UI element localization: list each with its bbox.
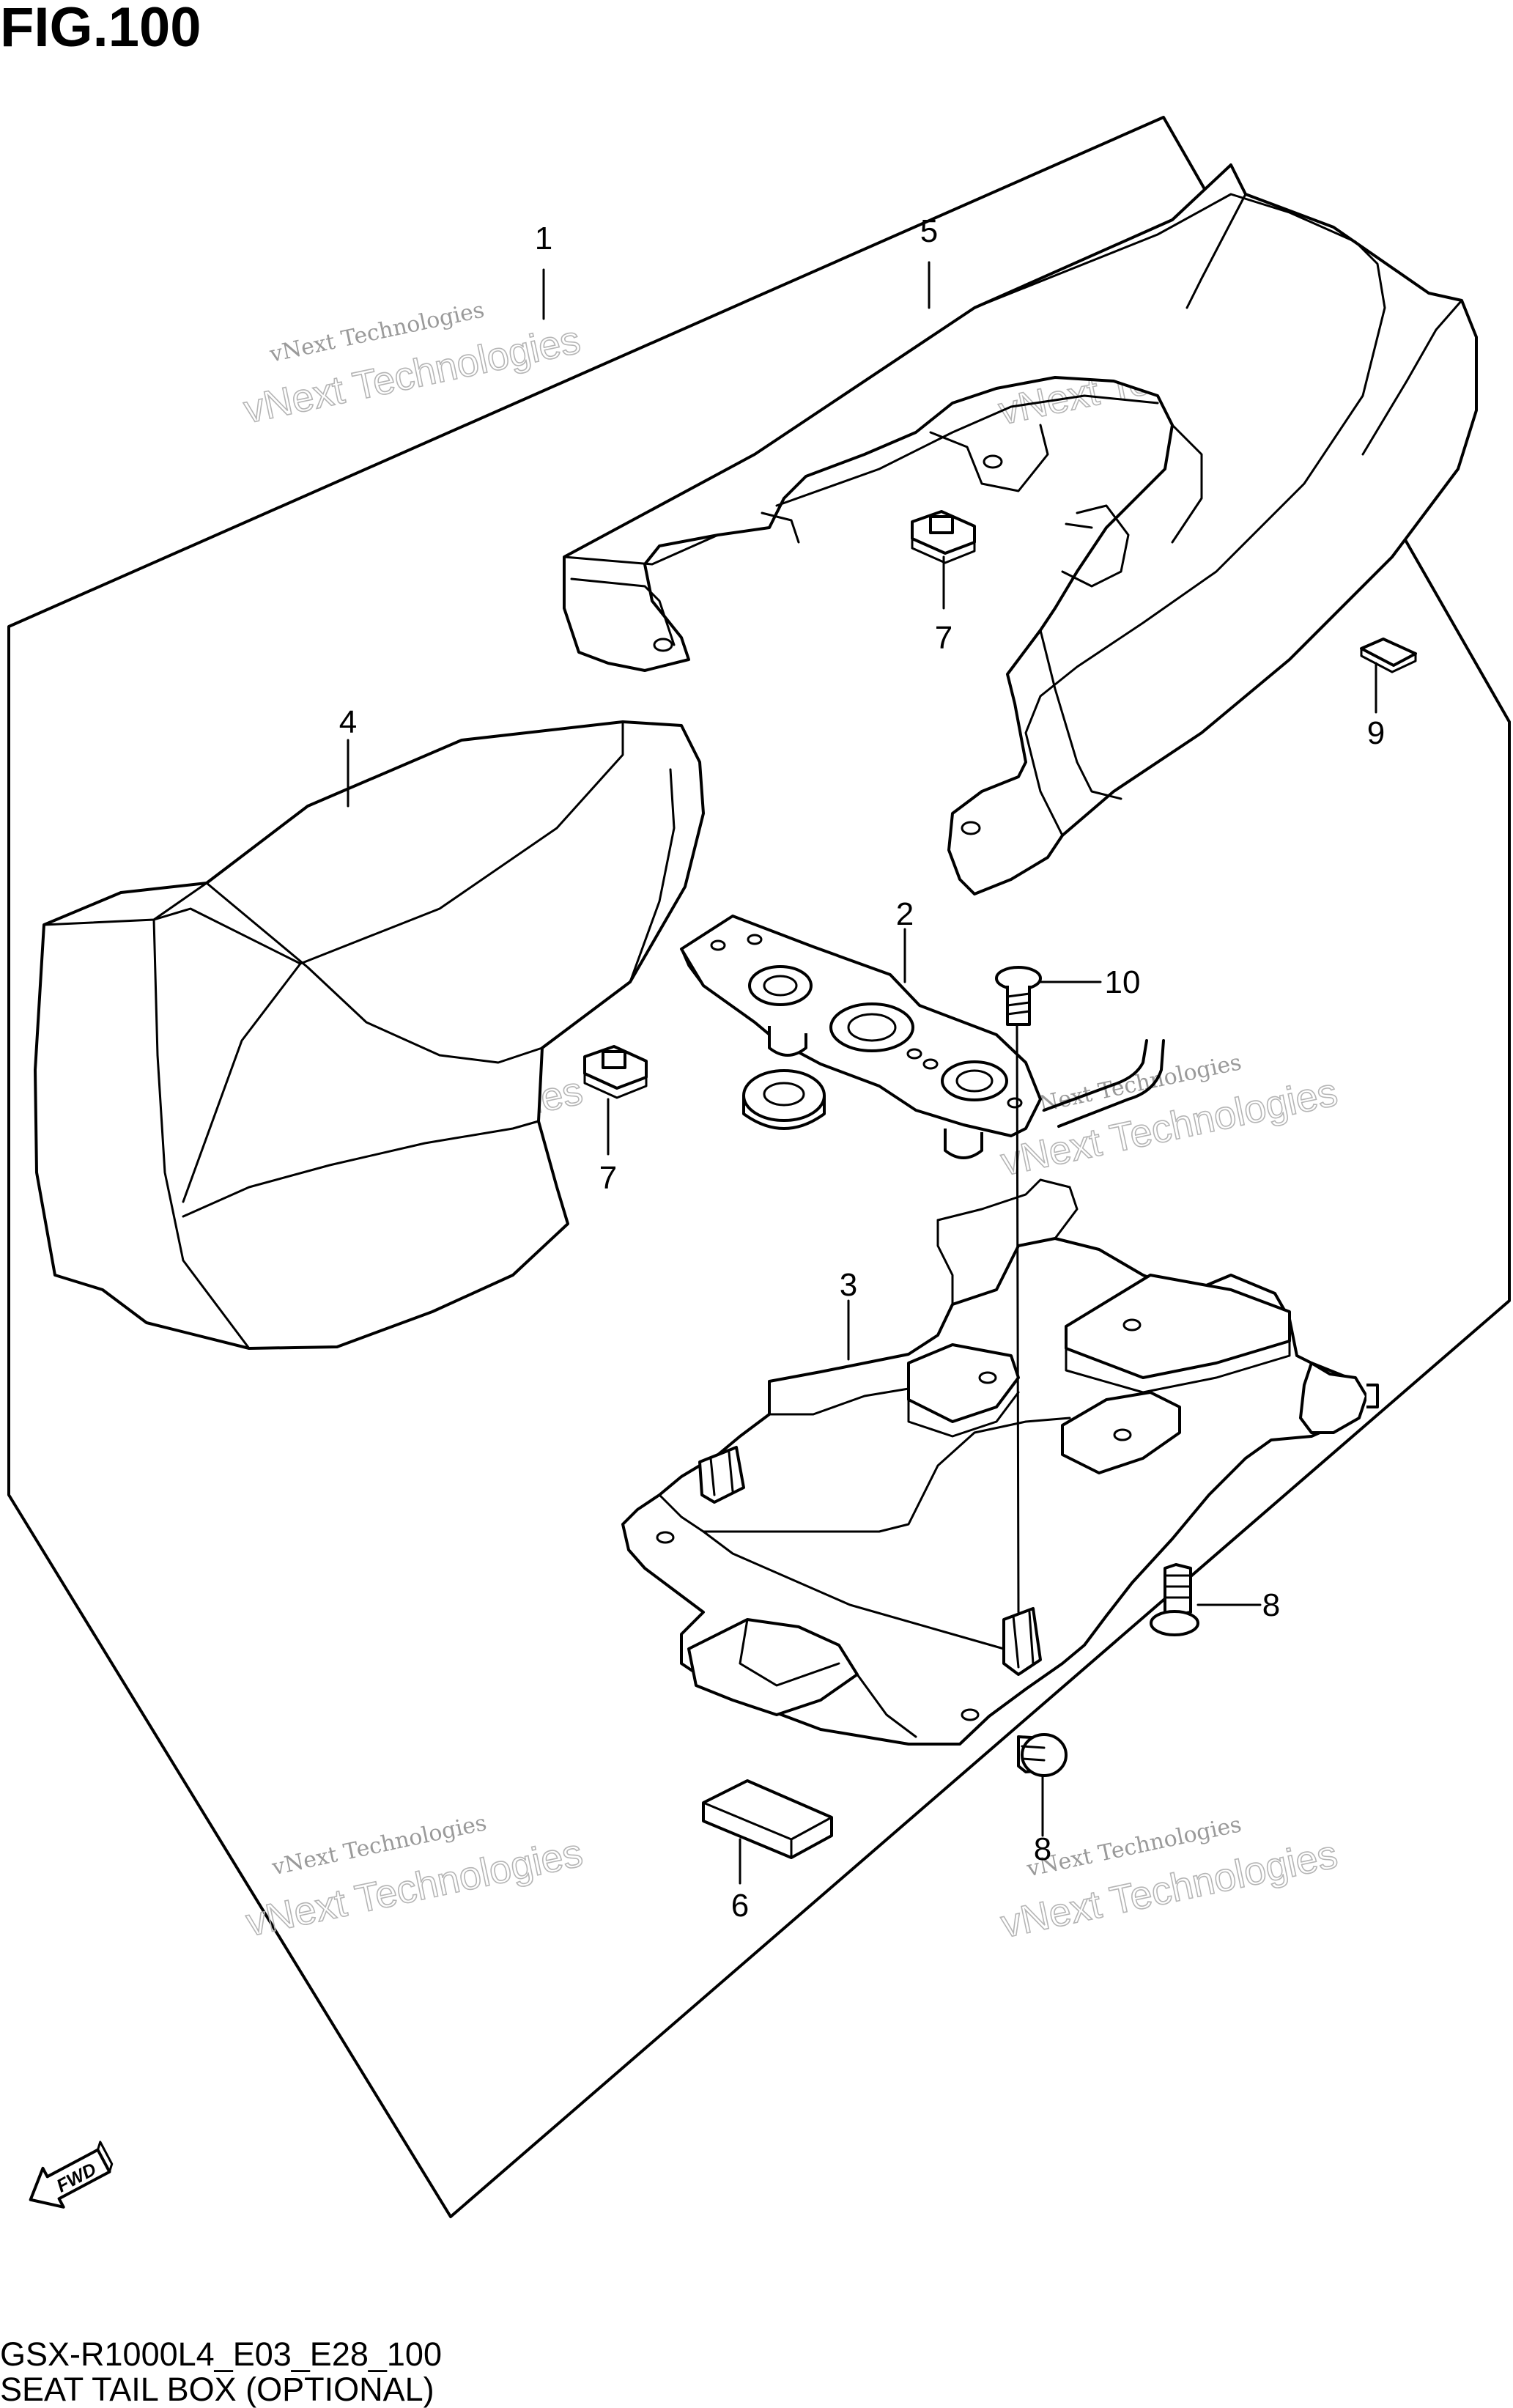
callout-3: 3 [840, 1267, 857, 1303]
callout-6: 6 [731, 1888, 749, 1924]
callout-8-bottom: 8 [1034, 1831, 1051, 1867]
figure-caption: SEAT TAIL BOX (OPTIONAL) [0, 2371, 434, 2408]
part-3-base-bracket [621, 1024, 1379, 1746]
part-10-screw [995, 966, 1042, 1026]
callout-9: 9 [1367, 715, 1385, 751]
callout-10: 10 [1105, 964, 1141, 1000]
part-4-seat-cowl [34, 720, 705, 1350]
watermark-top-left: vNext Technologies vNext Technologies [240, 297, 585, 432]
part-7-clip-lower [583, 1045, 648, 1099]
watermark-bottom-left: vNext Technologies vNext Technologies [242, 1810, 587, 1946]
part-9-pad [1360, 638, 1417, 667]
part-5-seat-tail-cowl [563, 163, 1478, 895]
figure-title: FIG.100 [0, 0, 201, 59]
callout-5: 5 [920, 213, 938, 249]
part-7-clip-upper [911, 510, 976, 564]
wire-hook [1043, 1039, 1165, 1128]
fwd-arrow-icon: FWD [29, 2141, 114, 2209]
part-2-bracket-plate [680, 915, 1042, 1159]
callouts: 1 5 7 9 4 2 10 7 3 8 8 6 [339, 213, 1385, 1924]
callout-1: 1 [535, 221, 552, 256]
callout-7-lower: 7 [599, 1160, 617, 1196]
callout-8-right: 8 [1262, 1587, 1280, 1623]
model-code: GSX-R1000L4_E03_E28_100 [0, 2335, 442, 2373]
assembly-outline [7, 116, 1511, 2218]
part-6-pad [702, 1779, 833, 1859]
rubber-grommet [742, 1069, 826, 1130]
leader-lines [347, 261, 1377, 1885]
part-9-pad-edge [1360, 647, 1417, 673]
part-8-bolt-right [1150, 1563, 1199, 1636]
callout-4: 4 [339, 704, 357, 740]
part-8-bolt-bottom [1017, 1733, 1068, 1777]
watermark-mid-right: vNext Technologies vNext Technologies [996, 1049, 1342, 1185]
callout-7-upper: 7 [935, 620, 952, 656]
callout-2: 2 [896, 896, 914, 932]
